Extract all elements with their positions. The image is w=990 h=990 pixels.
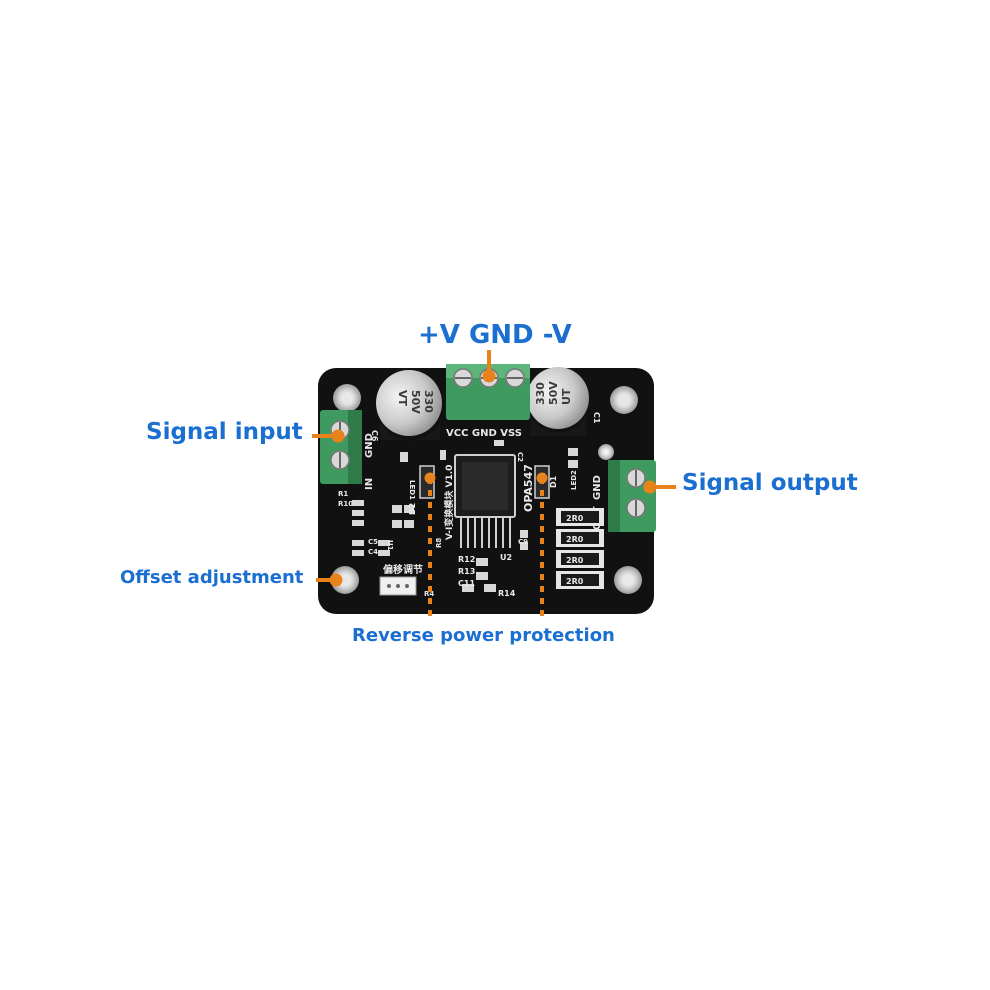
signal-output-callout: Signal output [682, 470, 858, 496]
cap-left-line1: 330 [422, 390, 435, 413]
ref-u1: U1 [386, 540, 394, 551]
chip-label: OPA547 [522, 464, 535, 512]
ref-c2: C2 [516, 452, 524, 462]
offset-silk-label: 偏移调节 [383, 563, 423, 576]
cap-left-line3: VT [396, 390, 409, 407]
ref-r4: R4 [424, 590, 434, 598]
capacitor-right: 330 50V UT [527, 367, 589, 436]
cap-right-line2: 50V [547, 381, 560, 405]
ref-r14: R14 [498, 589, 516, 598]
resistor-marking-1: 2R0 [566, 514, 584, 523]
resistor-marking-2: 2R0 [566, 535, 584, 544]
resistor-marking-3: 2R0 [566, 556, 584, 565]
cap-right-line3: UT [560, 388, 573, 405]
cap-left-line2: 50V [409, 390, 422, 414]
opa547-chip [454, 454, 516, 548]
power-header-label: VCC GND VSS [446, 428, 522, 439]
resistor-marking-4: 2R0 [566, 577, 584, 586]
input-gnd-label: GND [364, 433, 375, 458]
ref-c11: C11 [458, 579, 475, 588]
ref-led1: LED1 [408, 480, 416, 500]
module-name-label: V-I变换模块 V1.0 [443, 465, 455, 540]
ref-r10: R10 [338, 500, 353, 508]
reverse-power-protection-callout: Reverse power protection [352, 625, 615, 646]
ref-c6: C6 [370, 430, 379, 442]
signal-input-callout: Signal input [146, 419, 303, 445]
ref-led2: LED2 [570, 470, 578, 490]
callout-leaders [312, 350, 676, 620]
power-resistors [556, 508, 604, 589]
ref-d1: D1 [549, 475, 558, 488]
ref-c5: C5 [368, 538, 378, 546]
smd-components [352, 440, 578, 592]
mounting-holes [331, 384, 642, 594]
capacitor-left: 330 50V VT [376, 370, 442, 441]
ref-r12: R12 [458, 555, 475, 564]
ref-c4: C4 [368, 548, 378, 556]
power-terminals-callout: +V GND -V [418, 320, 572, 350]
ref-u2: U2 [500, 553, 512, 562]
output-gnd-label: GND [592, 475, 603, 500]
ref-r8: R8 [435, 538, 443, 548]
ref-c1: C1 [592, 412, 601, 424]
ref-r1: R1 [338, 490, 348, 498]
ref-d2: D2 [408, 503, 417, 515]
ref-c9: C9 [518, 538, 528, 546]
output-terminal-block [608, 460, 656, 532]
cap-right-line1: 330 [534, 382, 547, 405]
input-in-label: IN [364, 478, 375, 490]
offset-adjustment-callout: Offset adjustment [120, 567, 304, 588]
input-terminal-block [320, 410, 362, 484]
ref-r13: R13 [458, 567, 475, 576]
